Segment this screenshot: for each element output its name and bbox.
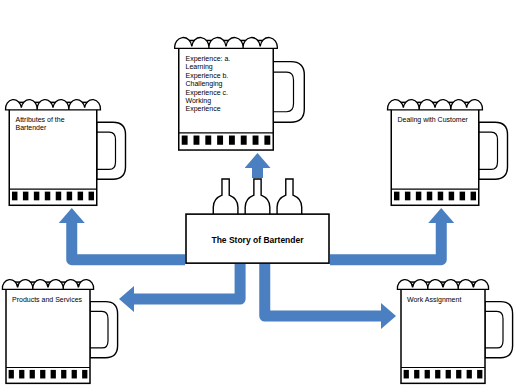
mug-base-notch bbox=[82, 370, 87, 379]
mug-handle-hole bbox=[273, 72, 293, 112]
text-area: Experience: a. Learning Experience b. Ch… bbox=[186, 55, 238, 114]
mug-base-notch bbox=[78, 192, 83, 201]
topic-label: Experience: a. Learning Experience b. Ch… bbox=[186, 55, 238, 114]
mug-outline bbox=[172, 22, 307, 154]
mug-handle bbox=[485, 302, 513, 358]
beer-mug: Work Assignment bbox=[395, 265, 515, 387]
text-area: Attributes of the Bartender bbox=[16, 116, 91, 133]
mug-base-notch bbox=[194, 136, 200, 145]
flow-arrow bbox=[134, 264, 240, 299]
mug-handle-hole bbox=[97, 132, 116, 169]
mug-base-notch bbox=[229, 136, 235, 145]
mug-base-notch bbox=[45, 192, 50, 201]
mug-outline bbox=[0, 265, 120, 387]
mug-outline bbox=[3, 85, 128, 209]
mug-base-notch bbox=[449, 192, 454, 201]
mug-handle bbox=[479, 122, 508, 179]
mug-outline bbox=[395, 265, 515, 387]
mug-body bbox=[179, 40, 274, 150]
mug-base-notch bbox=[471, 192, 476, 201]
topic-label: Work Assignment bbox=[407, 296, 479, 304]
crate-outline bbox=[185, 178, 330, 264]
mug-base-notch bbox=[19, 370, 24, 379]
mug-base-notch bbox=[23, 192, 28, 201]
flow-arrow bbox=[265, 264, 381, 316]
beer-mug: Dealing with Customer bbox=[385, 85, 510, 209]
flow-arrow bbox=[72, 223, 185, 260]
mug-base-line bbox=[9, 189, 97, 190]
mug-base-notch bbox=[89, 192, 94, 201]
mug-base-notch bbox=[12, 192, 17, 201]
mug-base-notch bbox=[435, 370, 440, 379]
beer-foam bbox=[387, 100, 482, 110]
mug-base-notch bbox=[217, 136, 223, 145]
mug-base-notch bbox=[460, 192, 465, 201]
flow-arrow bbox=[330, 223, 441, 260]
mug-base-notch bbox=[61, 370, 66, 379]
crate-box bbox=[186, 214, 329, 263]
mug-handle-hole bbox=[90, 311, 108, 348]
mug-base-notch bbox=[456, 370, 461, 379]
mug-base-notch bbox=[56, 192, 61, 201]
mug-handle bbox=[90, 302, 118, 358]
mug-base-notch bbox=[182, 136, 188, 145]
topic-label: Attributes of the Bartender bbox=[16, 116, 91, 133]
mug-body bbox=[401, 282, 485, 383]
mug-base-notch bbox=[67, 192, 72, 201]
mug-base-line bbox=[6, 367, 90, 368]
beer-foam bbox=[397, 280, 488, 290]
mug-base-notch bbox=[205, 136, 211, 145]
mug-base-notch bbox=[446, 370, 451, 379]
mug-base-notch bbox=[264, 136, 270, 145]
beer-foam bbox=[2, 280, 93, 290]
mug-body bbox=[9, 102, 97, 205]
mug-base-notch bbox=[425, 370, 430, 379]
mug-base-notch bbox=[253, 136, 259, 145]
mug-base-notch bbox=[241, 136, 247, 145]
mug-handle-hole bbox=[479, 132, 498, 169]
beer-foam bbox=[5, 100, 100, 110]
mug-outline bbox=[385, 85, 510, 209]
beer-foam bbox=[175, 38, 278, 49]
mug-base-notch bbox=[34, 192, 39, 201]
mug-base-notch bbox=[414, 370, 419, 379]
mug-handle bbox=[97, 122, 126, 179]
bottle-outline bbox=[213, 179, 238, 217]
mug-base-notch bbox=[416, 192, 421, 201]
mug-base-notch bbox=[51, 370, 56, 379]
bottle-outline bbox=[277, 179, 302, 217]
mug-base-notch bbox=[404, 370, 409, 379]
text-area: Work Assignment bbox=[407, 296, 479, 304]
bottle-outline bbox=[245, 179, 270, 217]
mug-base-notch bbox=[477, 370, 482, 379]
mug-handle bbox=[273, 62, 304, 123]
mug-body bbox=[391, 102, 479, 205]
beer-mug: Products and Services bbox=[0, 265, 120, 387]
center-title: The Story of Bartender bbox=[188, 235, 327, 245]
mug-base-notch bbox=[405, 192, 410, 201]
mug-base-line bbox=[179, 132, 274, 133]
mug-base-notch bbox=[30, 370, 35, 379]
beer-mug: Attributes of the Bartender bbox=[3, 85, 128, 209]
mug-base-notch bbox=[427, 192, 432, 201]
mug-base-line bbox=[401, 367, 485, 368]
beer-mug: Experience: a. Learning Experience b. Ch… bbox=[172, 22, 307, 154]
mug-base-notch bbox=[9, 370, 14, 379]
bottle-crate: The Story of Bartender bbox=[185, 178, 330, 264]
text-area: Dealing with Customer bbox=[398, 116, 473, 124]
topic-label: Dealing with Customer bbox=[398, 116, 473, 124]
mug-base-notch bbox=[40, 370, 45, 379]
flow-arrow bbox=[252, 168, 263, 178]
mug-base-line bbox=[391, 189, 479, 190]
mug-handle-hole bbox=[485, 311, 503, 348]
topic-label: Products and Services bbox=[12, 296, 84, 304]
mug-base-notch bbox=[467, 370, 472, 379]
mug-body bbox=[6, 282, 90, 383]
mug-base-notch bbox=[394, 192, 399, 201]
text-area: The Story of Bartender bbox=[188, 221, 327, 260]
mug-base-notch bbox=[438, 192, 443, 201]
mug-base-notch bbox=[72, 370, 77, 379]
text-area: Products and Services bbox=[12, 296, 84, 304]
